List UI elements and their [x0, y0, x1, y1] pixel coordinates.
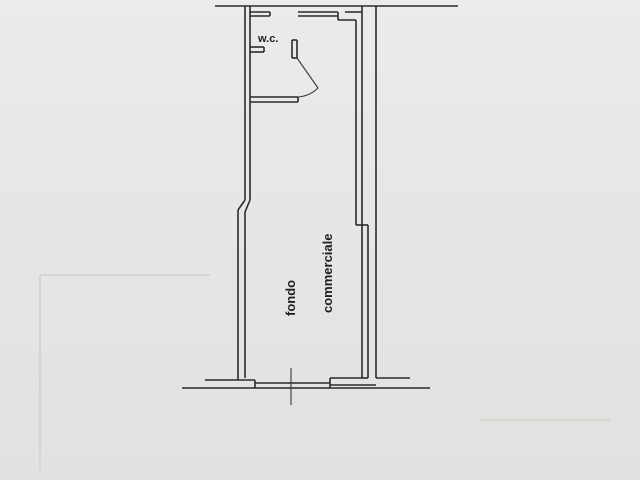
- top-inner-wall: [250, 11, 362, 226]
- paper-texture: [39, 274, 610, 470]
- left-wall: [205, 6, 251, 381]
- wc-door: [296, 57, 319, 98]
- entrance-front: [182, 378, 430, 389]
- room-label-fondo: fondo: [283, 280, 298, 316]
- wc-label: w.c.: [257, 33, 278, 45]
- room-label-commerciale: commerciale: [320, 234, 335, 314]
- inner-right-wall: [330, 225, 376, 386]
- wc-partition: [250, 39, 299, 103]
- right-wall: [361, 6, 410, 379]
